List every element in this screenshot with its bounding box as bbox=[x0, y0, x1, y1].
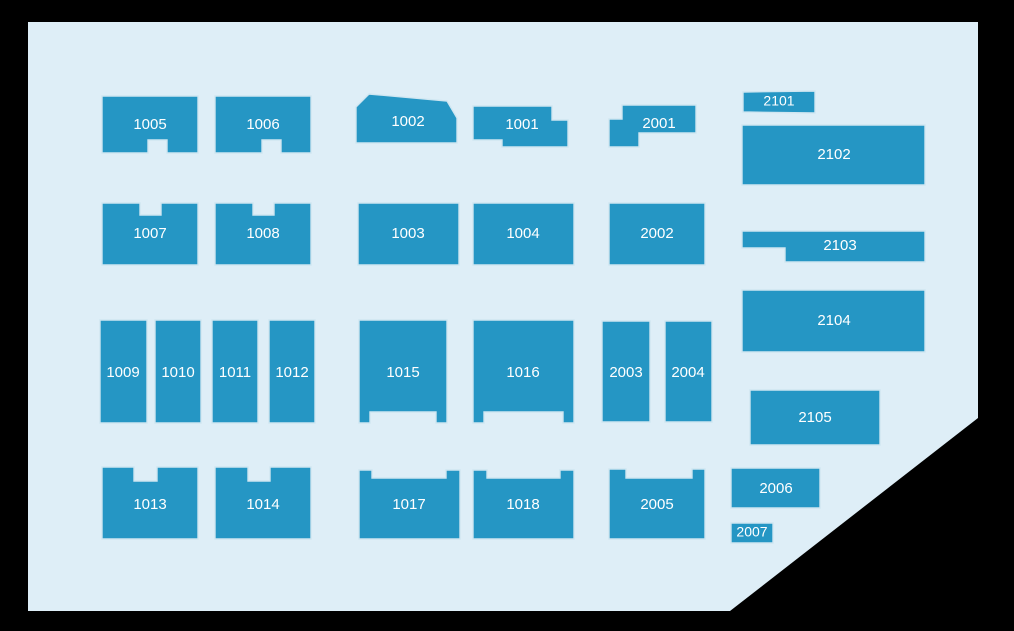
booth-2002[interactable]: 2002 bbox=[608, 202, 706, 266]
booth-shape-2003[interactable] bbox=[601, 320, 651, 423]
booth-shape-1011[interactable] bbox=[211, 319, 259, 424]
booth-shape-2103[interactable] bbox=[741, 230, 926, 263]
booth-shape-1001[interactable] bbox=[472, 105, 569, 148]
booth-shape-2001[interactable] bbox=[608, 104, 697, 148]
booth-1016[interactable]: 1016 bbox=[472, 319, 575, 424]
booth-shape-1003[interactable] bbox=[357, 202, 460, 266]
booth-shape-1005[interactable] bbox=[101, 95, 199, 154]
booth-2104[interactable]: 2104 bbox=[741, 289, 926, 353]
booth-2004[interactable]: 2004 bbox=[664, 320, 713, 423]
booth-1017[interactable]: 1017 bbox=[358, 469, 461, 540]
booth-2101[interactable]: 2101 bbox=[742, 90, 816, 114]
booth-shape-1014[interactable] bbox=[214, 466, 312, 540]
booth-shape-1017[interactable] bbox=[358, 469, 461, 540]
booth-1010[interactable]: 1010 bbox=[154, 319, 202, 424]
booth-shape-2101[interactable] bbox=[742, 90, 816, 114]
booth-shape-2005[interactable] bbox=[608, 468, 706, 540]
booth-1003[interactable]: 1003 bbox=[357, 202, 460, 266]
booth-shape-2104[interactable] bbox=[741, 289, 926, 353]
booth-shape-1007[interactable] bbox=[101, 202, 199, 266]
booth-2006[interactable]: 2006 bbox=[730, 467, 821, 509]
booth-1018[interactable]: 1018 bbox=[472, 469, 575, 540]
booth-shape-1018[interactable] bbox=[472, 469, 575, 540]
booth-shape-2006[interactable] bbox=[730, 467, 821, 509]
booth-2005[interactable]: 2005 bbox=[608, 468, 706, 540]
booth-shape-1008[interactable] bbox=[214, 202, 312, 266]
booth-shape-1013[interactable] bbox=[101, 466, 199, 540]
booth-1012[interactable]: 1012 bbox=[268, 319, 316, 424]
booth-2102[interactable]: 2102 bbox=[741, 124, 926, 186]
booth-2007[interactable]: 2007 bbox=[730, 522, 774, 544]
booth-shape-1002[interactable] bbox=[355, 93, 458, 144]
booth-shape-1012[interactable] bbox=[268, 319, 316, 424]
booth-shape-1010[interactable] bbox=[154, 319, 202, 424]
booth-2105[interactable]: 2105 bbox=[749, 389, 881, 446]
booth-2003[interactable]: 2003 bbox=[601, 320, 651, 423]
booth-1004[interactable]: 1004 bbox=[472, 202, 575, 266]
booth-shape-2007[interactable] bbox=[730, 522, 774, 544]
booth-1015[interactable]: 1015 bbox=[358, 319, 448, 424]
booth-1002[interactable]: 1002 bbox=[355, 93, 458, 144]
booth-shape-2102[interactable] bbox=[741, 124, 926, 186]
booth-1009[interactable]: 1009 bbox=[99, 319, 148, 424]
booth-shape-2002[interactable] bbox=[608, 202, 706, 266]
booth-shape-1006[interactable] bbox=[214, 95, 312, 154]
booth-shape-2105[interactable] bbox=[749, 389, 881, 446]
booth-shape-1009[interactable] bbox=[99, 319, 148, 424]
exhibition-hall-floor bbox=[28, 22, 978, 611]
booth-shape-1016[interactable] bbox=[472, 319, 575, 424]
booth-shape-2004[interactable] bbox=[664, 320, 713, 423]
booth-shape-1004[interactable] bbox=[472, 202, 575, 266]
booth-1011[interactable]: 1011 bbox=[211, 319, 259, 424]
booth-shape-1015[interactable] bbox=[358, 319, 448, 424]
